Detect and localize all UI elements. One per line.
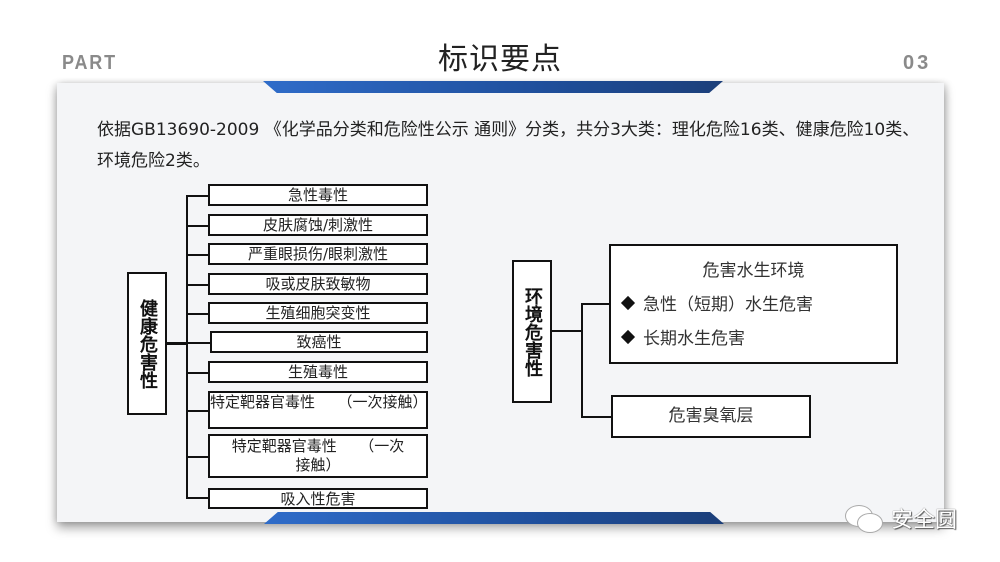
branch	[186, 225, 209, 227]
accent-bar-top	[263, 81, 723, 93]
branch	[186, 284, 209, 286]
bullet-text: 急性（短期）水生危害	[643, 295, 813, 315]
aquatic-hazard-box: 危害水生环境 急性（短期）水生危害 长期水生危害	[609, 244, 898, 364]
watermark-text: 安全圆	[891, 508, 958, 533]
aquatic-heading: 危害水生环境	[702, 261, 805, 281]
connector	[552, 330, 582, 332]
health-item: 严重眼损伤/眼刺激性	[208, 243, 428, 265]
branch	[186, 456, 209, 458]
part-number: 03	[903, 52, 932, 74]
branch	[581, 303, 610, 305]
branch	[186, 313, 209, 315]
intro-text: 依据GB13690-2009 《化学品分类和危险性公示 通则》分类，共分3大类：…	[97, 120, 920, 171]
health-item: 生殖细胞突变性	[208, 302, 428, 324]
part-label: PART	[62, 52, 117, 74]
health-item: 急性毒性	[208, 184, 428, 206]
health-item: 皮肤腐蚀/刺激性	[208, 214, 428, 236]
health-item: 吸入性危害	[208, 488, 428, 509]
health-item: 致癌性	[210, 331, 428, 353]
diamond-bullet-icon	[620, 295, 636, 310]
aquatic-bullet: 长期水生危害	[619, 324, 896, 349]
trunk-line	[581, 303, 583, 417]
health-item: 吸或皮肤致敏物	[208, 273, 428, 295]
branch	[186, 254, 209, 256]
page-title: 标识要点	[438, 42, 562, 77]
branch	[186, 497, 209, 499]
watermark: 安全圆	[845, 502, 957, 534]
branch	[186, 410, 209, 412]
connector	[167, 342, 188, 345]
accent-bar-bottom	[264, 512, 724, 524]
trunk-line	[186, 195, 188, 499]
ozone-hazard-box: 危害臭氧层	[611, 395, 811, 438]
health-item: 特定靶器官毒性 （一次接触）	[208, 391, 428, 429]
branch	[186, 342, 211, 344]
bullet-text: 长期水生危害	[643, 329, 745, 349]
aquatic-bullet: 急性（短期）水生危害	[619, 290, 896, 315]
branch	[581, 416, 612, 418]
branch	[186, 372, 209, 374]
diamond-bullet-icon	[620, 329, 636, 344]
wechat-icon	[845, 503, 885, 533]
branch	[186, 195, 209, 197]
health-hazard-label: 健康危害性	[127, 272, 167, 415]
health-item: 特定靶器官毒性 （一次接触）	[208, 434, 428, 478]
environment-hazard-label: 环境危害性	[512, 260, 552, 403]
health-item: 生殖毒性	[208, 361, 428, 383]
